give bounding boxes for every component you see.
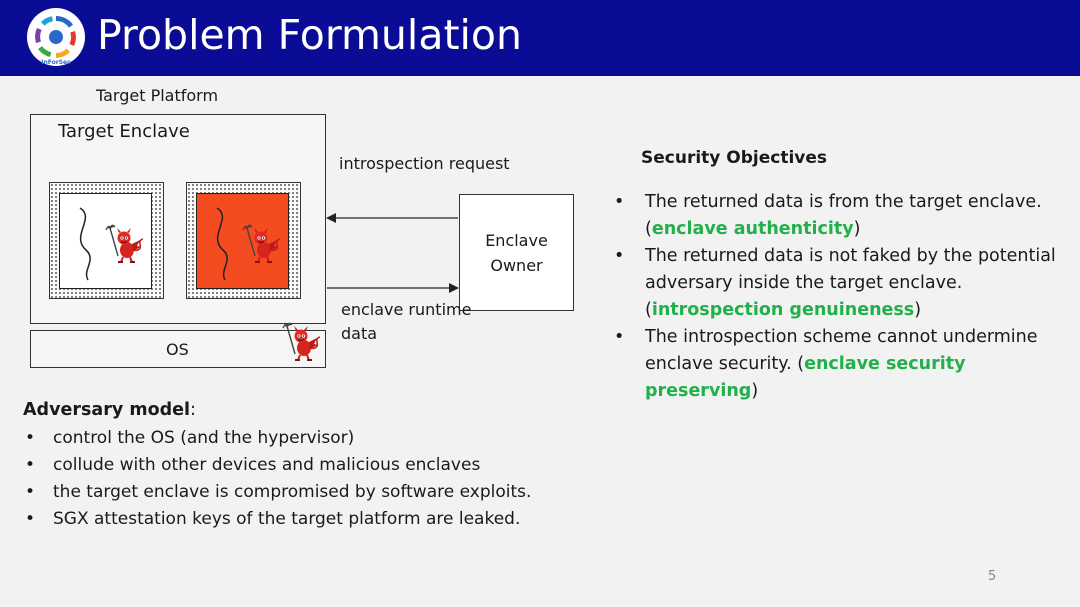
objective-suffix: )	[914, 300, 922, 320]
os-label: OS	[166, 340, 189, 359]
list-item: •collude with other devices and maliciou…	[25, 455, 481, 475]
objective-highlight: enclave security preserving	[645, 354, 966, 401]
slide-title: Problem Formulation	[97, 11, 522, 59]
security-objectives-heading: Security Objectives	[641, 148, 828, 168]
objective-text: The returned data is not faked by the po…	[645, 246, 1056, 320]
list-item: •The introspection scheme cannot undermi…	[614, 327, 1038, 401]
adversary-model-heading: Adversary model:	[23, 400, 196, 420]
adversary-item-text: the target enclave is compromised by sof…	[53, 482, 532, 502]
list-item: •The returned data is not faked by the p…	[614, 246, 1056, 320]
adversary-item-text: control the OS (and the hypervisor)	[53, 428, 355, 448]
runtime-data-label-line1: enclave runtime	[341, 300, 472, 319]
objective-text: The introspection scheme cannot undermin…	[645, 327, 1038, 374]
objective-highlight: introspection genuineness	[651, 300, 915, 320]
adversary-list: •control the OS (and the hypervisor) •co…	[23, 426, 531, 534]
page-number: 5	[988, 569, 997, 584]
list-item: •control the OS (and the hypervisor)	[25, 428, 355, 448]
list-item: •the target enclave is compromised by so…	[25, 482, 532, 502]
enclave-owner-label: Enclave Owner	[485, 231, 548, 275]
adversary-heading-colon: :	[190, 400, 196, 420]
enclave-right-inner-compromised	[196, 193, 289, 289]
title-bar: InForSec Problem Formulation	[0, 0, 1080, 76]
enclave-left-inner	[59, 193, 152, 289]
adversary-item-text: SGX attestation keys of the target platf…	[53, 509, 521, 529]
list-item: •The returned data is from the target en…	[614, 192, 1042, 239]
inforsec-logo-icon: InForSec	[27, 8, 85, 66]
list-item: •SGX attestation keys of the target plat…	[25, 509, 521, 529]
runtime-data-label-line2: data	[341, 324, 378, 343]
enclave-owner-box	[459, 194, 574, 311]
adversary-item-text: collude with other devices and malicious…	[53, 455, 481, 475]
objective-suffix: )	[751, 381, 759, 401]
objective-suffix: )	[853, 219, 861, 239]
logo-text: InForSec	[41, 59, 71, 66]
target-enclave-label: Target Enclave	[58, 121, 190, 142]
objective-text: The returned data is from the target enc…	[645, 192, 1042, 239]
target-platform-label: Target Platform	[96, 86, 219, 105]
os-box	[30, 330, 326, 368]
adversary-model-heading-bold: Adversary model	[23, 400, 190, 420]
introspection-request-label: introspection request	[339, 154, 510, 173]
objective-highlight: enclave authenticity	[651, 219, 854, 239]
objectives-list: •The returned data is from the target en…	[612, 189, 1072, 401]
